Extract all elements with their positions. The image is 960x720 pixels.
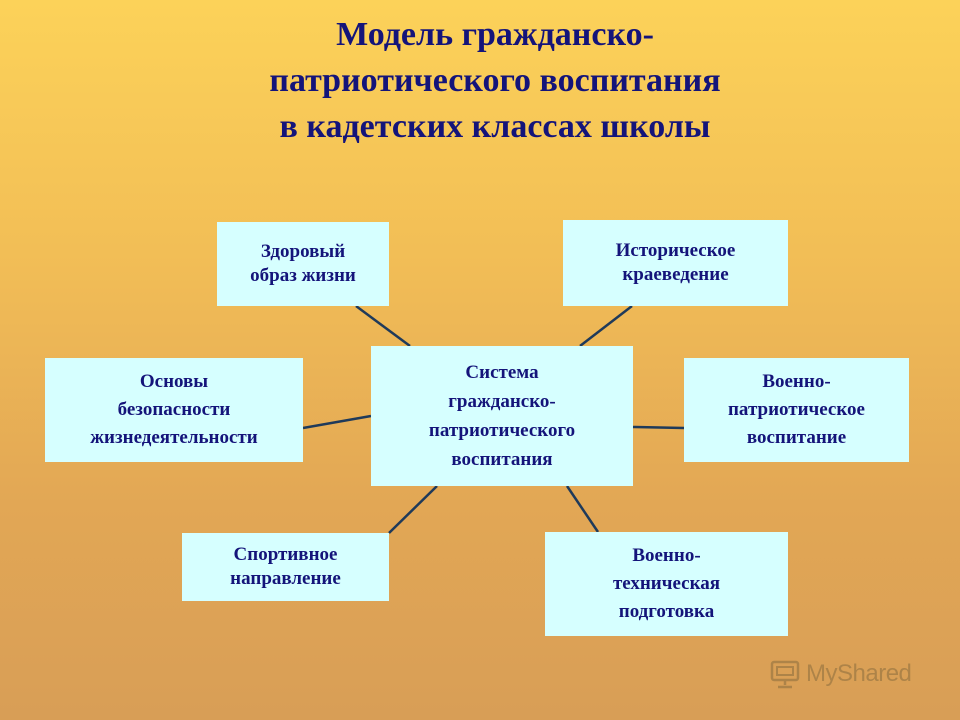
node-label-line: безопасности [117,399,231,420]
node-label-line: направление [230,568,341,589]
node-label-line: Здоровый [260,241,346,262]
node-military-patriotic: Военно- патриотическое воспитание [684,358,909,462]
node-label-line: Военно- [762,371,831,392]
connector-sports [388,485,438,534]
node-label-line: Военно- [632,545,701,566]
node-label-line: патриотическое [727,399,865,420]
connector-life-safety [302,414,372,430]
central-node-line-3: патриотического [428,420,576,441]
central-system-node: Система гражданско- патриотического восп… [371,346,633,486]
central-node-line-2: гражданско- [448,391,556,412]
connector-healthy-lifestyle [355,304,411,348]
node-sports: Спортивное направление [182,533,389,601]
node-local-history: Историческое краеведение [563,220,788,306]
central-node-line-1: Система [465,362,539,383]
node-label-line: техническая [612,573,721,594]
watermark-text: MyShared [806,660,912,687]
connector-local-history [579,305,633,347]
node-label-line: Спортивное [233,544,338,565]
node-label-line: жизнедеятельности [90,427,258,448]
connector-military-technical [565,485,600,533]
watermark: MyShared [768,656,928,692]
node-label-line: краеведение [622,264,729,285]
title-line-2: патриотического воспитания [269,62,721,99]
node-label-line: Основы [139,371,209,392]
node-healthy-lifestyle: Здоровый образ жизни [217,222,389,306]
node-label-line: воспитание [746,427,847,448]
projector-screen-icon [770,660,800,689]
title-line-3: в кадетских классах школы [279,108,711,145]
page-title: Модель гражданско- патриотического воспи… [150,12,840,150]
node-label-line: образ жизни [250,265,356,286]
node-military-technical: Военно- техническая подготовка [545,532,788,636]
node-label-line: подготовка [618,601,715,622]
connector-military-patriotic [632,425,685,430]
title-line-1: Модель гражданско- [336,16,654,53]
central-node-line-4: воспитания [451,449,553,470]
node-life-safety: Основы безопасности жизнедеятельности [45,358,303,462]
node-label-line: Историческое [615,240,736,261]
